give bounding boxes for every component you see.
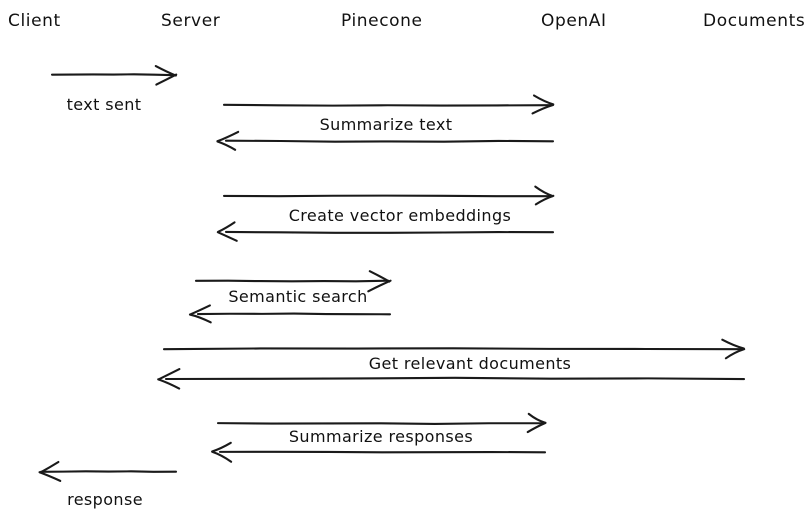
participant-label-client: Client: [8, 11, 61, 31]
message-label-msg-summarize-text: Summarize text: [320, 115, 453, 134]
message-msg-create-vector-embeddings: [216, 185, 555, 242]
participant-label-documents: Documents: [703, 11, 805, 31]
message-label-msg-summarize-responses: Summarize responses: [289, 427, 473, 446]
message-msg-summarize-responses: [211, 412, 547, 463]
message-msg-text-sent: [50, 64, 178, 86]
message-label-msg-create-vector-embeddings: Create vector embeddings: [289, 206, 512, 225]
participant-label-pinecone: Pinecone: [341, 11, 423, 31]
participants-layer: Client Server Pinecone OpenAI Documents: [8, 11, 805, 31]
message-label-msg-text-sent: text sent: [67, 95, 142, 114]
message-msg-summarize-text: [216, 94, 555, 151]
participant-label-openai: OpenAI: [541, 11, 607, 31]
message-label-msg-response: response: [67, 490, 143, 509]
participant-label-server: Server: [161, 11, 220, 31]
message-edges-layer: [38, 64, 746, 482]
message-label-msg-get-relevant-documents: Get relevant documents: [369, 354, 572, 373]
message-msg-response: [38, 460, 178, 482]
message-msg-get-relevant-documents: [157, 338, 746, 390]
message-msg-semantic-search: [188, 270, 392, 324]
message-label-msg-semantic-search: Semantic search: [228, 287, 367, 306]
